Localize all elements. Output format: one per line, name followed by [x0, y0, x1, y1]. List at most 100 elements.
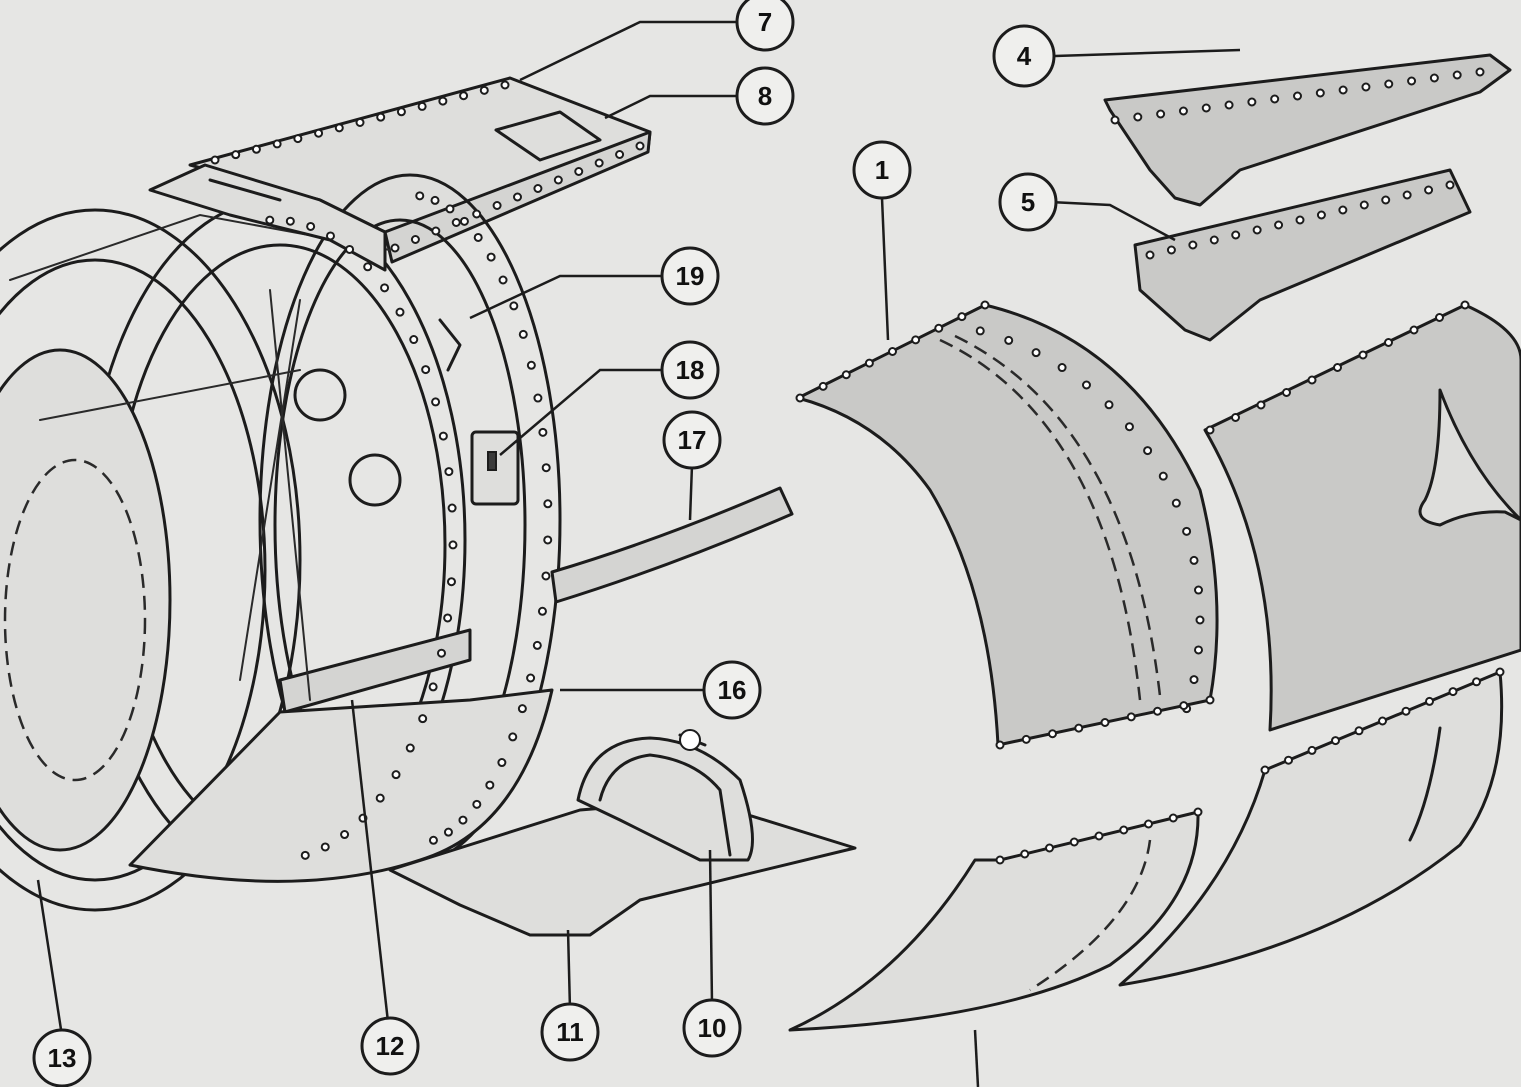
forward-ring-outer	[0, 208, 302, 912]
callout-13: 13	[32, 1028, 92, 1087]
rivet	[1315, 88, 1325, 98]
leader-lines	[36, 20, 1241, 1087]
leader-10	[708, 849, 714, 1005]
rivet	[1293, 91, 1302, 101]
rivet	[409, 335, 419, 345]
rivet	[1126, 712, 1136, 722]
callout-18: 18	[660, 340, 720, 400]
rivet	[1307, 375, 1317, 385]
stiffener-strip-body	[550, 486, 794, 604]
rivet	[1020, 849, 1030, 859]
cowl-panel-cutout	[1418, 388, 1521, 527]
rivet	[473, 232, 483, 242]
scoop-cap	[679, 729, 701, 751]
rivet	[497, 758, 507, 768]
callouts: 7 8 4 1 5 19 18 17	[32, 0, 1058, 1087]
leader-12	[350, 699, 390, 1023]
callout-18-label: 18	[676, 355, 705, 385]
callout-4: 4	[992, 24, 1056, 88]
rivet	[417, 101, 427, 111]
callout-8: 8	[735, 66, 795, 126]
callout-8-label: 8	[758, 81, 772, 111]
callout-10-label: 10	[698, 1013, 727, 1043]
rivet	[405, 743, 415, 753]
rivet	[1252, 225, 1262, 235]
rivet	[541, 463, 551, 473]
rivet	[1194, 585, 1204, 595]
rivet	[1143, 446, 1153, 456]
rivet	[553, 175, 563, 185]
rivet	[526, 360, 536, 370]
rivet	[445, 204, 455, 214]
leader-7	[519, 20, 737, 82]
rivet	[459, 91, 469, 101]
rivet	[795, 393, 805, 403]
lightening-hole-2	[348, 453, 402, 507]
rivet	[1094, 831, 1104, 841]
rivet	[1435, 313, 1444, 322]
rivet	[1179, 701, 1189, 711]
rivet	[1378, 716, 1387, 726]
rivet	[980, 300, 990, 310]
rivet	[314, 128, 324, 138]
rivet	[1205, 425, 1215, 435]
rivet	[492, 201, 502, 210]
callout-7: 7	[735, 0, 795, 52]
rivet	[543, 499, 553, 509]
rivet	[1358, 350, 1368, 360]
rivet	[1331, 736, 1340, 746]
rivet	[1168, 813, 1178, 823]
rivet	[1260, 765, 1270, 775]
cowl-1-doubler	[939, 338, 1142, 701]
rivet	[864, 358, 874, 368]
cowl-panel-upper-right	[1203, 303, 1521, 732]
rivet	[1475, 67, 1485, 77]
rivet	[818, 381, 828, 391]
rivet	[272, 139, 282, 149]
rivet	[1145, 250, 1155, 260]
latch-handle	[487, 451, 497, 471]
rivet	[472, 799, 482, 809]
forward-ring-inner	[0, 258, 267, 882]
rivet	[934, 323, 944, 333]
rivet	[1104, 400, 1114, 410]
rivet	[415, 191, 425, 201]
scoop-rim	[598, 753, 732, 857]
nacelle-frame-assembly	[0, 76, 652, 912]
rivet	[459, 216, 469, 226]
rivet	[1445, 180, 1455, 190]
leader-8	[604, 94, 737, 120]
rivet	[995, 855, 1005, 865]
rivet	[430, 195, 440, 205]
cowl-panel-1	[796, 303, 1219, 747]
callout-16-label: 16	[718, 675, 747, 705]
rivet	[1401, 706, 1411, 716]
callout-11-label: 11	[556, 1017, 584, 1047]
rivet	[231, 150, 241, 160]
rivet	[431, 397, 441, 407]
rivet	[380, 283, 390, 293]
rivet	[396, 107, 406, 117]
leader-4	[1054, 48, 1241, 58]
rivet	[443, 827, 453, 837]
rivet	[1429, 73, 1439, 83]
rivet	[615, 150, 625, 159]
rivet	[574, 167, 584, 176]
leader-5	[1049, 200, 1176, 242]
rivet	[1178, 106, 1188, 116]
rivet	[1316, 210, 1326, 220]
callout-1-label: 1	[875, 155, 889, 185]
leader-19	[469, 274, 663, 320]
rivet	[526, 673, 536, 683]
rivet	[306, 221, 316, 231]
rivet	[1452, 70, 1462, 80]
saddle-slot	[208, 178, 282, 202]
rivet	[518, 329, 528, 339]
leader-bottom	[973, 1029, 980, 1087]
engine-inlet-gear	[3, 458, 147, 782]
panel-rivets	[795, 67, 1505, 865]
rivet	[1133, 112, 1143, 122]
rivet	[472, 209, 482, 219]
rivet	[1338, 205, 1348, 215]
